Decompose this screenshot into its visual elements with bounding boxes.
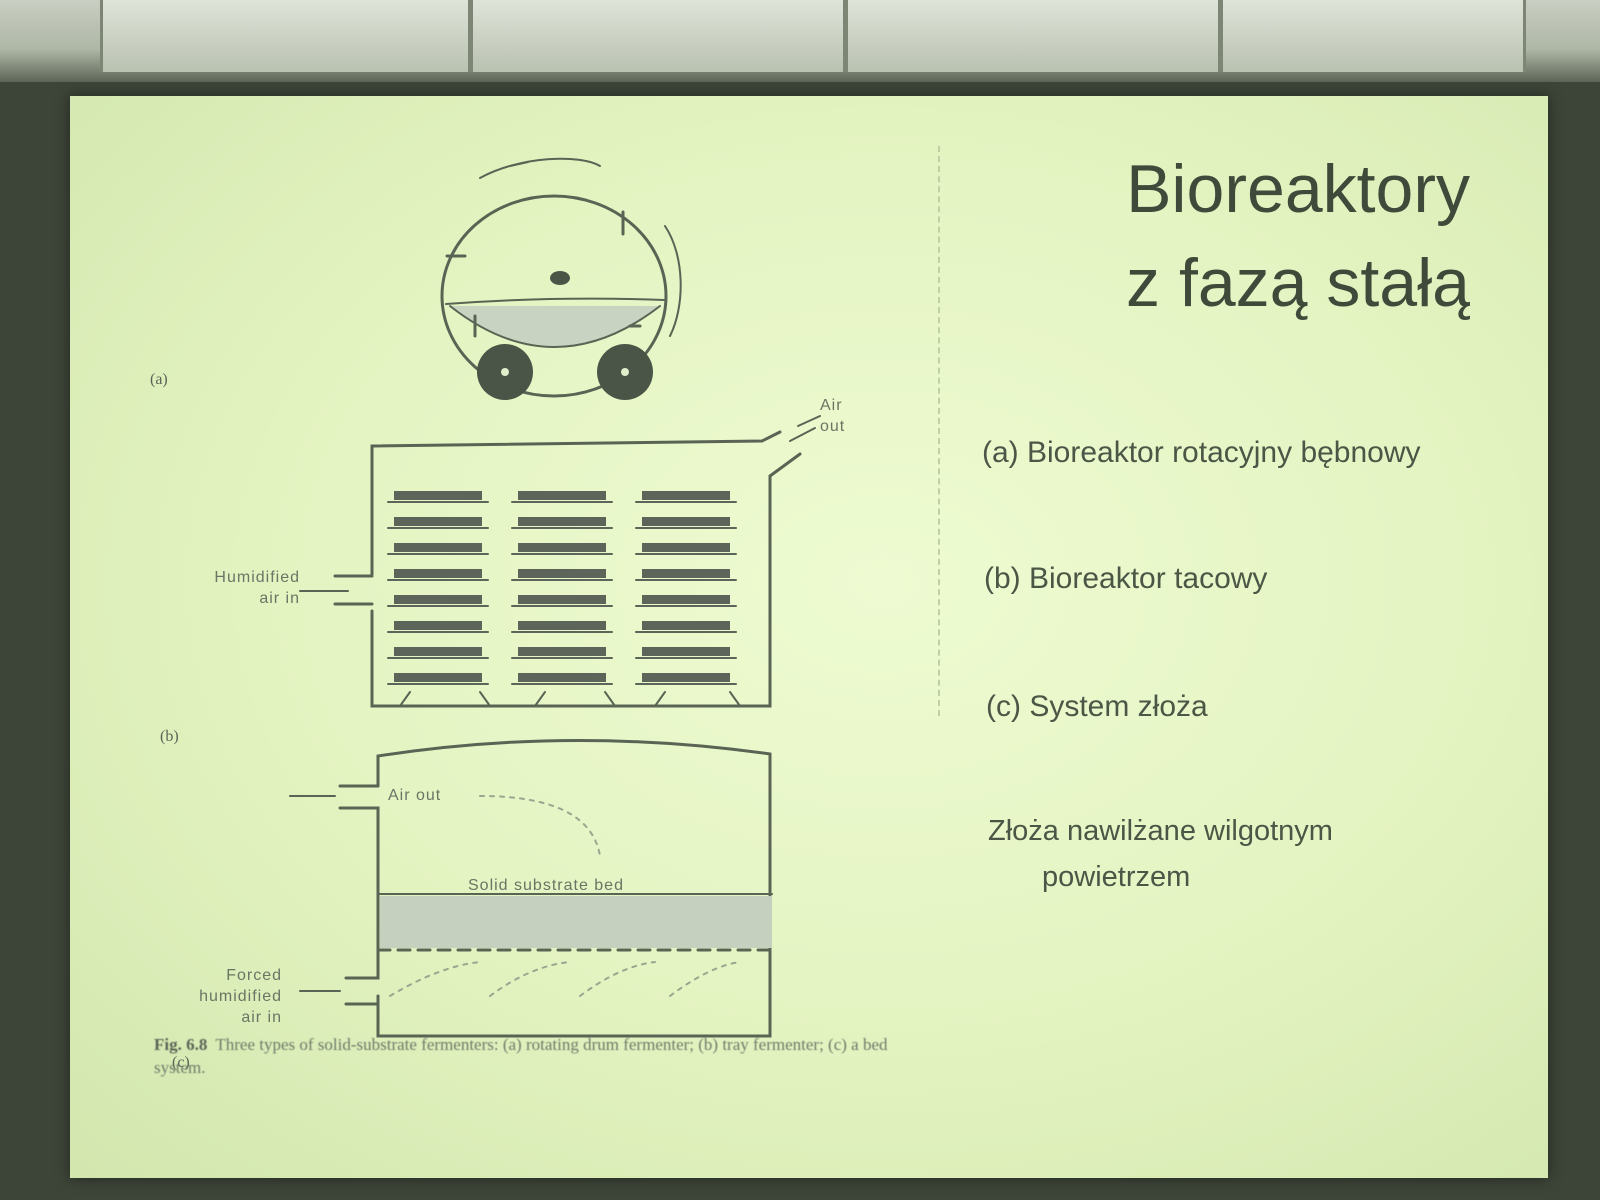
tray (642, 647, 730, 656)
air-out-label: Air out (820, 396, 845, 438)
tray-supports (399, 691, 741, 707)
caption-fig-number: Fig. 6.8 (154, 1035, 208, 1054)
page-divider (938, 146, 942, 716)
tray (518, 647, 606, 656)
ceiling-panel (470, 0, 846, 72)
legend-item-a: (a) Bioreaktor rotacyjny bębnowy (982, 436, 1421, 469)
tray (642, 517, 730, 526)
forced-line: Forced (226, 967, 282, 984)
note-line-1: Złoża nawilżane wilgotnym (988, 815, 1333, 847)
figure-area: (a) Air out Humidified air in (b) Air ou… (150, 136, 1010, 1176)
fermenter-diagram (289, 157, 821, 1038)
tray (518, 621, 606, 630)
tray (394, 543, 482, 552)
humidified-line: Humidified (214, 569, 300, 586)
tray (642, 595, 730, 604)
forced-line: air in (241, 1008, 282, 1026)
legend-item-c: (c) System złoża (986, 690, 1208, 723)
tray (642, 569, 730, 578)
air-out-line: Air (820, 397, 843, 414)
ceiling (0, 0, 1600, 82)
tray (518, 517, 606, 526)
tray (642, 621, 730, 630)
title-line-1: Bioreaktory (1126, 151, 1470, 227)
tray-chamber (299, 415, 821, 708)
ceiling-panel (845, 0, 1221, 72)
air-out-c-label: Air out (388, 787, 442, 804)
panel-c-label: (c) (172, 1054, 190, 1071)
tray (518, 569, 606, 578)
title-line-2: z fazą stałą (1126, 245, 1470, 321)
tray (394, 569, 482, 578)
tray (394, 673, 482, 682)
humidified-line: air in (259, 589, 300, 607)
tray (642, 543, 730, 552)
ceiling-panel (1220, 0, 1526, 72)
drum-wheel (597, 344, 653, 400)
bed-chamber (289, 739, 772, 1038)
caption-text: Three types of solid-substrate fermenter… (154, 1035, 888, 1077)
tray (642, 491, 730, 500)
tray (394, 595, 482, 604)
note-line-2: powietrzem (1042, 861, 1191, 893)
legend-item-b: (b) Bioreaktor tacowy (984, 562, 1268, 595)
rotating-drum (440, 157, 682, 398)
tray (518, 595, 606, 604)
tray (394, 621, 482, 630)
tray (518, 491, 606, 500)
slide-note: Złoża nawilżane wilgotnym powietrzem (988, 808, 1468, 900)
airflow-lines (389, 795, 741, 997)
panel-b-label: (b) (160, 728, 179, 745)
tray (394, 647, 482, 656)
panel-a-label: (a) (150, 371, 168, 388)
projection-screen: (a) Air out Humidified air in (b) Air ou… (70, 96, 1548, 1178)
air-out-line: out (820, 417, 846, 435)
drum-wheel (477, 344, 533, 400)
humidified-air-in-label: Humidified air in (150, 568, 300, 610)
tray (518, 673, 606, 682)
tray (394, 491, 482, 500)
tray-stack (387, 491, 737, 685)
substrate-bed (380, 896, 772, 948)
forced-line: humidified (199, 987, 282, 1005)
substrate-bed-label: Solid substrate bed (468, 877, 624, 894)
slide-title: Bioreaktory z fazą stałą (950, 142, 1470, 330)
ceiling-panel (100, 0, 471, 72)
tray (642, 673, 730, 682)
forced-air-in-label: Forced humidified air in (150, 966, 282, 1028)
tray (394, 517, 482, 526)
tray (518, 543, 606, 552)
